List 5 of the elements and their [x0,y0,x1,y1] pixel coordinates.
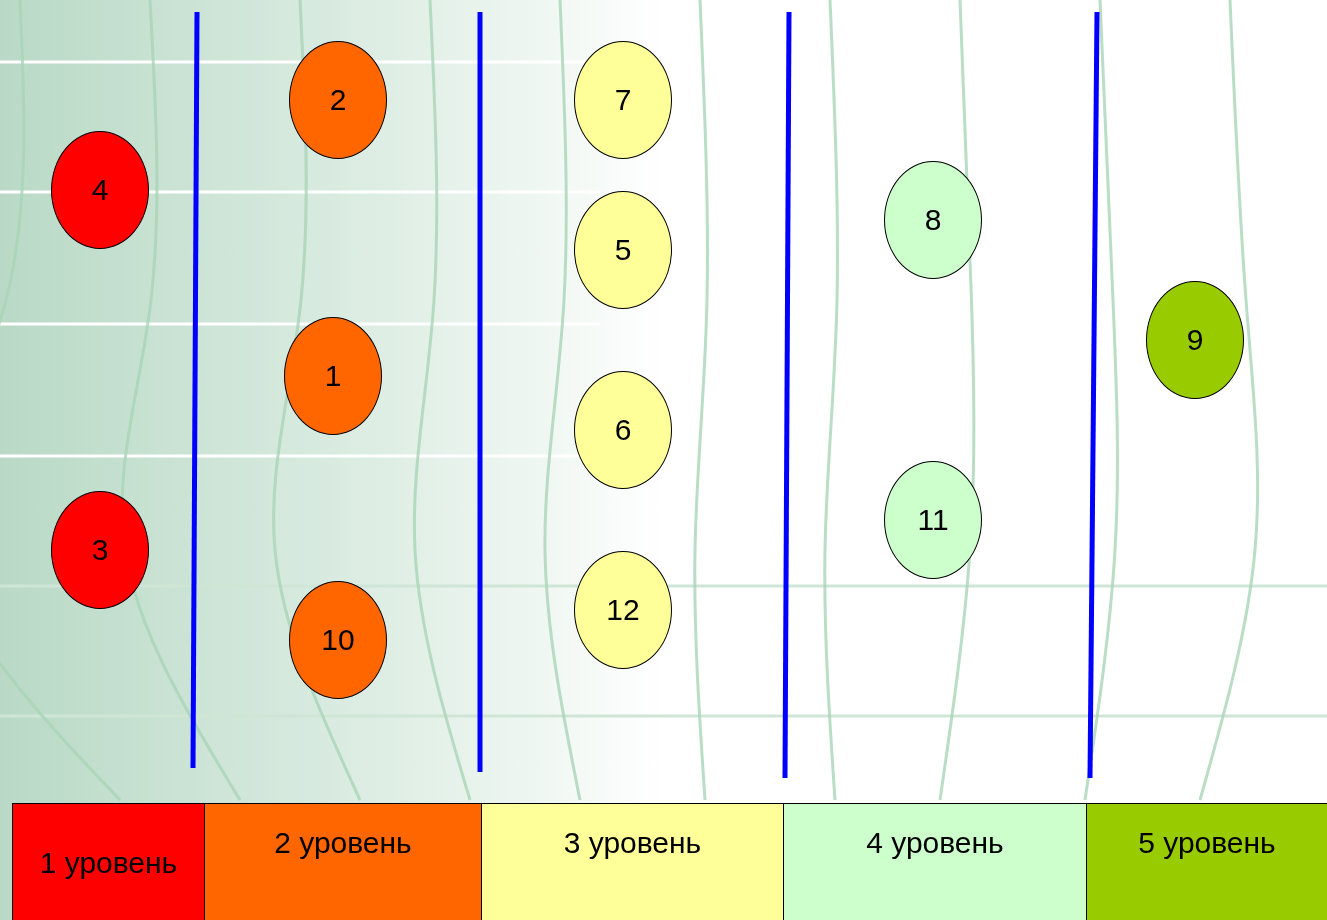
level-band: 2 уровень [204,803,482,920]
level-band: 1 уровень [12,803,205,920]
level-band: 3 уровень [481,803,784,920]
level-band: 5 уровень [1086,803,1327,920]
level-band: 4 уровень [783,803,1087,920]
